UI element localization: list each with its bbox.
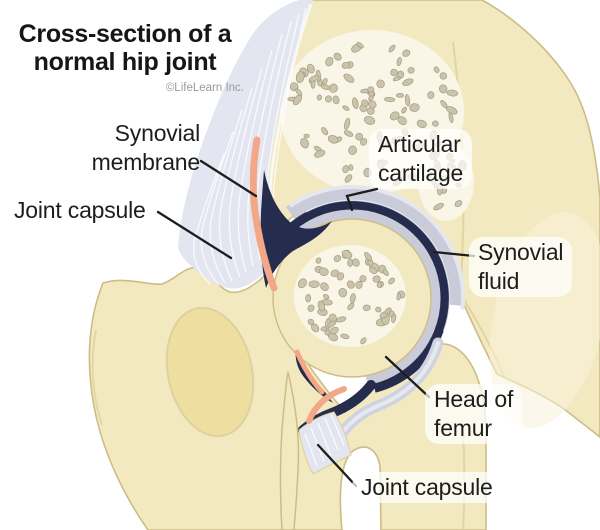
title-line1: Cross-section of a: [18, 20, 232, 48]
synovial-fluid-ring: [279, 200, 450, 393]
leader-head-of-femur: [384, 355, 431, 399]
copyright-credit: ©LifeLearn Inc.: [165, 82, 244, 94]
fluid-cartilage-separator: [305, 199, 451, 332]
synovial-membrane-lower: [294, 349, 325, 395]
label-synovial-membrane: Synovial membrane: [91, 120, 201, 175]
joint-capsule-lower-band: [298, 411, 352, 475]
articular-cartilage-acetabular: [285, 185, 465, 306]
trochanter-shading: [165, 306, 255, 438]
leader-joint-capsule-bottom: [316, 443, 358, 488]
label-head-of-femur: Head of femur: [425, 384, 523, 444]
label-joint-capsule-bottom: Joint capsule: [352, 472, 502, 503]
label-synovial-fluid: Synovial fluid: [469, 237, 573, 297]
lesser-trochanter-ridge: [279, 371, 300, 530]
leader-synovial-membrane: [199, 159, 258, 198]
articular-cartilage-femoral: [273, 209, 441, 386]
synovial-membrane-attachment: [306, 386, 347, 424]
leader-lines: [156, 159, 476, 488]
label-articular-cartilage: Articular cartilage: [369, 129, 473, 189]
ligament-band-highlight: [337, 341, 440, 440]
leader-joint-capsule-left: [156, 210, 233, 260]
title-line2: normal hip joint: [33, 48, 217, 76]
page-title: Cross-section of a normal hip joint: [6, 20, 244, 76]
leader-synovial-fluid: [432, 250, 476, 258]
label-joint-capsule-left: Joint capsule: [14, 197, 146, 223]
cancellous-bone-femoral-head: [294, 245, 406, 347]
synovial-fluid-pockets: [260, 170, 333, 403]
leader-articular-cartilage: [345, 187, 379, 212]
synovial-membrane-shape: [249, 136, 278, 292]
articular-cartilage-outer-edge: [288, 185, 465, 310]
femur-crease: [91, 329, 103, 426]
